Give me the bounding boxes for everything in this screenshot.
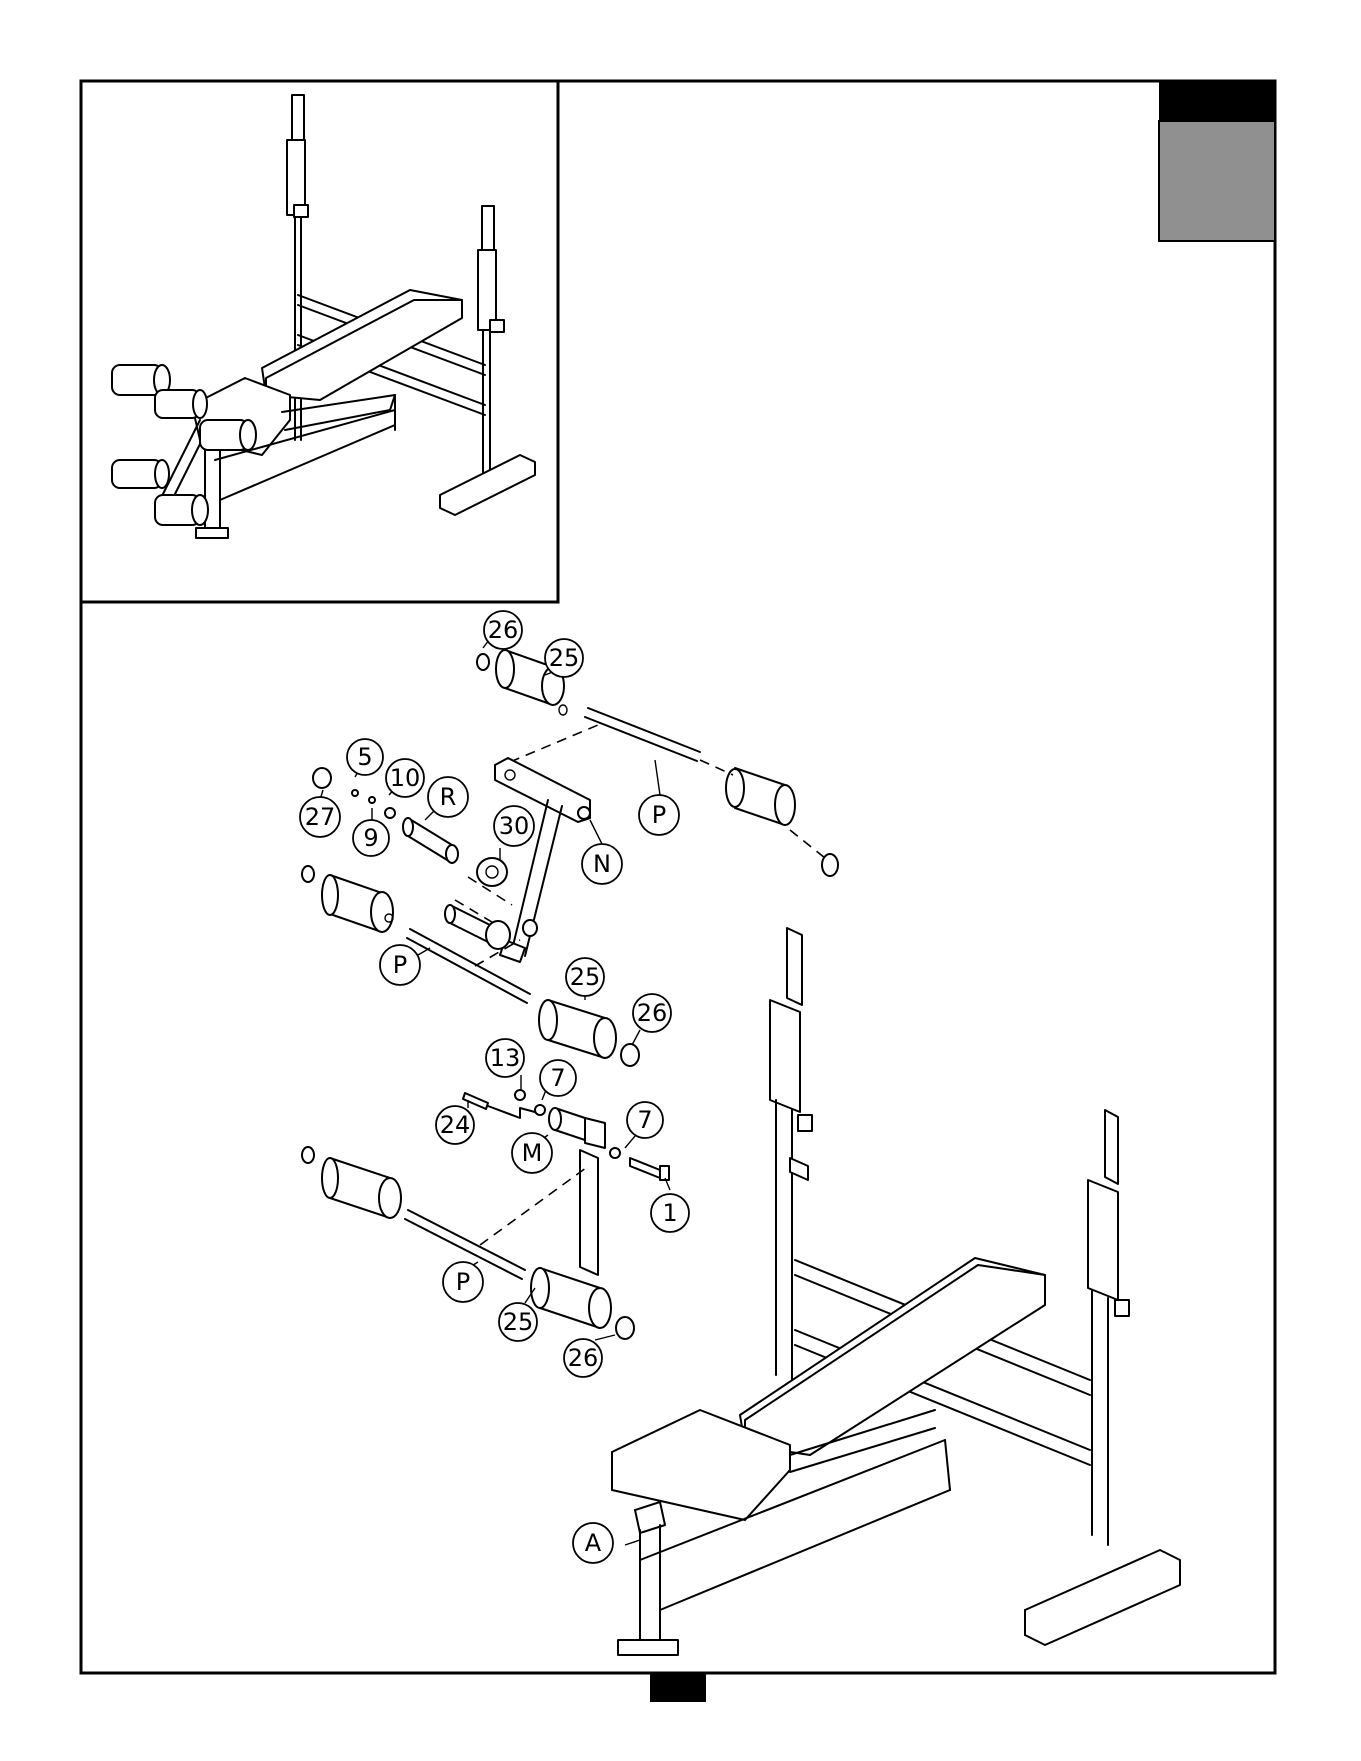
callout-A: A	[573, 1523, 613, 1563]
inset-bench-illustration	[112, 95, 535, 538]
callout-7-lower: 7	[627, 1102, 663, 1138]
callout-25-middle: 25	[566, 958, 604, 996]
svg-text:25: 25	[503, 1308, 534, 1336]
svg-text:26: 26	[488, 616, 519, 644]
svg-text:M: M	[522, 1139, 543, 1167]
callout-25-top: 25	[545, 639, 583, 677]
svg-text:P: P	[393, 951, 407, 979]
svg-text:N: N	[593, 850, 611, 878]
callout-P-lower: P	[443, 1262, 483, 1302]
svg-text:25: 25	[549, 644, 580, 672]
callout-25-lower: 25	[499, 1303, 537, 1341]
callout-P-top: P	[639, 795, 679, 835]
callout-P-middle: P	[380, 945, 420, 985]
svg-text:25: 25	[570, 963, 601, 991]
svg-text:26: 26	[568, 1344, 599, 1372]
svg-text:7: 7	[637, 1106, 652, 1134]
callout-26-middle: 26	[633, 994, 671, 1032]
callout-27: 27	[300, 797, 340, 837]
callout-1: 1	[651, 1194, 689, 1232]
callout-13: 13	[486, 1039, 524, 1077]
svg-text:24: 24	[440, 1111, 471, 1139]
main-bench-illustration	[612, 928, 1180, 1655]
svg-text:10: 10	[390, 764, 421, 792]
callout-26-lower: 26	[564, 1339, 602, 1377]
callout-7-upper: 7	[540, 1060, 576, 1096]
svg-text:26: 26	[637, 999, 668, 1027]
svg-text:9: 9	[363, 824, 378, 852]
svg-text:5: 5	[357, 743, 372, 771]
svg-text:R: R	[440, 783, 457, 811]
callout-26-top: 26	[484, 611, 522, 649]
callout-M: M	[512, 1133, 552, 1173]
callout-24: 24	[436, 1106, 474, 1144]
callout-10: 10	[386, 759, 424, 797]
svg-text:P: P	[456, 1268, 470, 1296]
callout-N: N	[582, 844, 622, 884]
svg-text:13: 13	[490, 1044, 521, 1072]
callout-9: 9	[353, 820, 389, 856]
callout-30: 30	[494, 806, 534, 846]
svg-text:7: 7	[550, 1064, 565, 1092]
callout-R: R	[428, 777, 468, 817]
page-number-box	[650, 1674, 706, 1702]
svg-text:P: P	[652, 801, 666, 829]
svg-text:27: 27	[305, 803, 336, 831]
tab-top	[1159, 81, 1275, 121]
tab-bottom	[1159, 121, 1275, 241]
svg-text:1: 1	[662, 1199, 677, 1227]
callout-5: 5	[347, 739, 383, 775]
svg-text:A: A	[585, 1529, 602, 1557]
svg-text:30: 30	[499, 812, 530, 840]
